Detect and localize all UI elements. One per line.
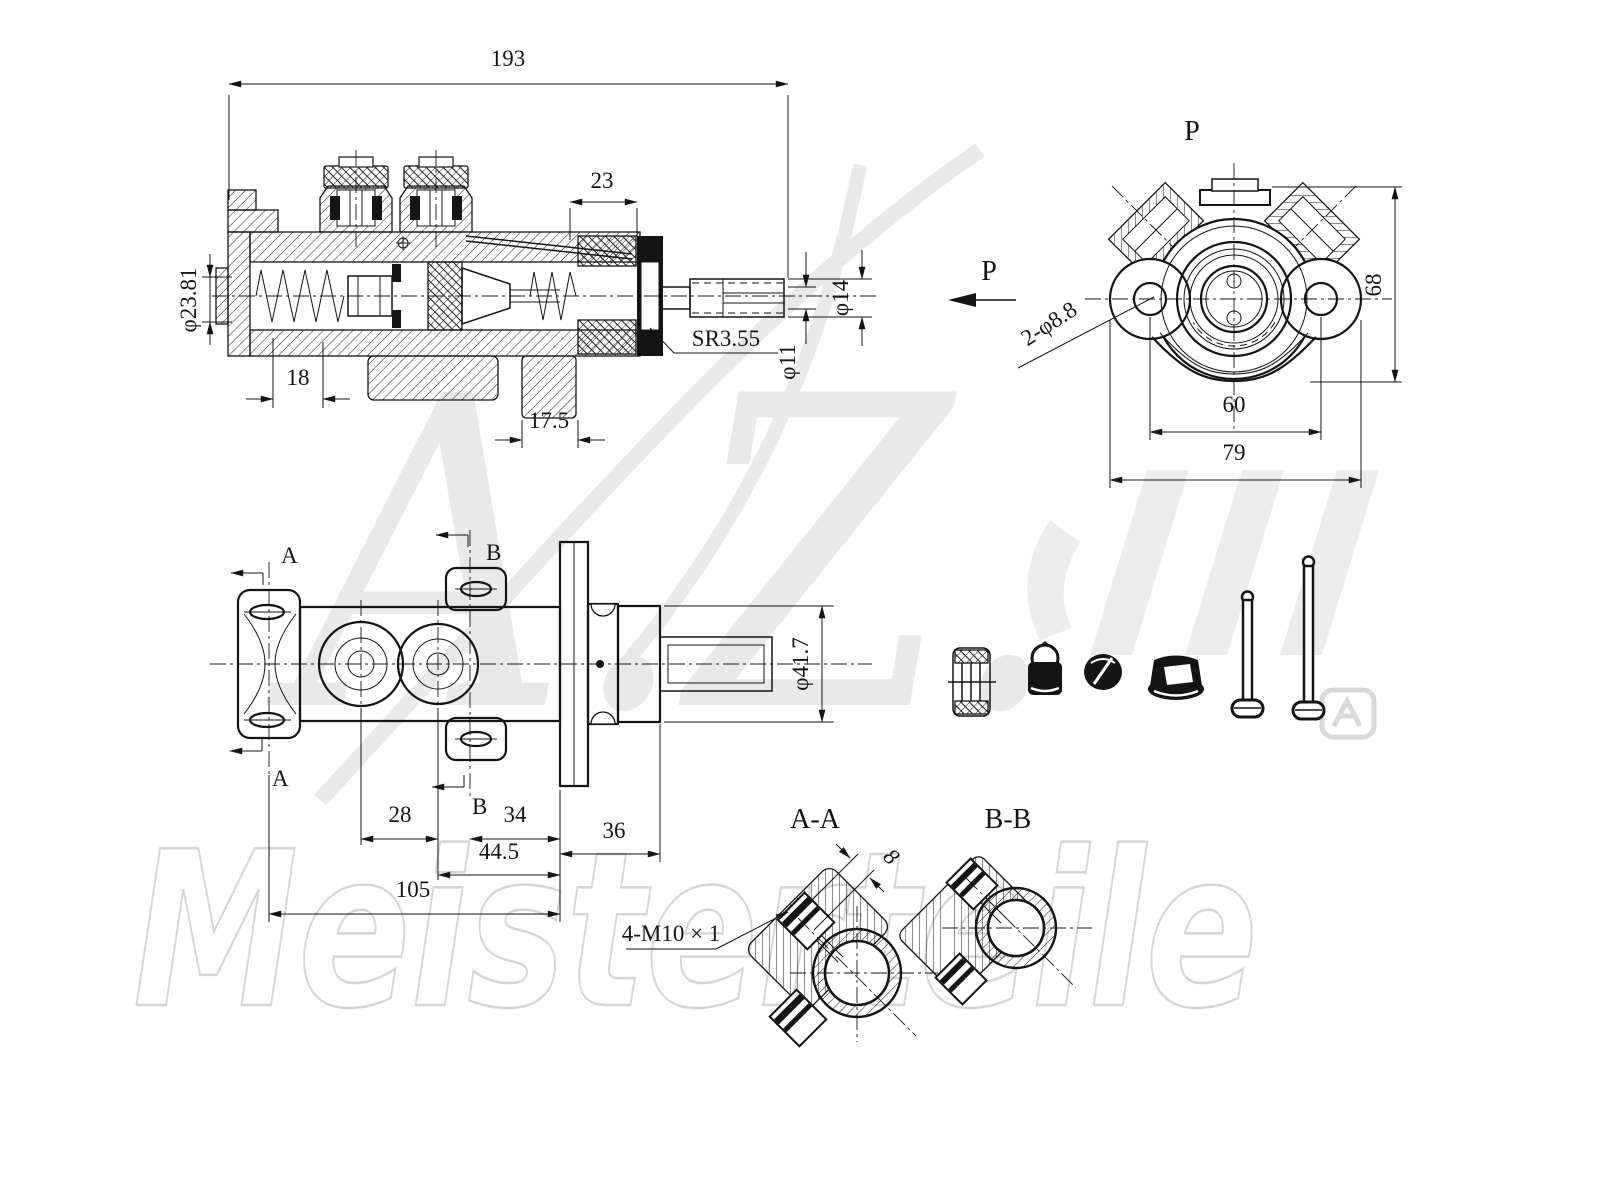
dim-label-68: 68	[1361, 274, 1386, 297]
dim-label-36: 36	[603, 818, 626, 843]
hardware-parts	[948, 555, 1326, 721]
watermark-logo-bars	[1027, 470, 1379, 655]
aa-channel	[821, 935, 844, 958]
direction-arrow-p: P	[948, 256, 1016, 307]
section-bb-title: B-B	[985, 804, 1032, 835]
thread-callout-label: 4-M10 × 1	[622, 921, 721, 946]
callout-thread: 4-M10 × 1	[622, 911, 789, 950]
top-view: A A B B 28 34 36 44.5 105	[210, 530, 872, 922]
reservoir-port-1	[319, 150, 393, 250]
bb-channel2	[980, 902, 1002, 924]
dim-label-sr: SR3.55	[692, 326, 760, 351]
dimension-28: 28	[360, 708, 439, 880]
dimension-17-5: 17.5	[495, 408, 605, 448]
watermark-swash	[314, 143, 985, 806]
aa-channel2	[816, 940, 839, 963]
dim-label-28: 28	[389, 802, 412, 827]
dim-label-60: 60	[1223, 392, 1246, 417]
tilted-rod	[396, 235, 633, 260]
flange-nut	[1148, 655, 1204, 700]
dim-label-193: 193	[491, 46, 526, 71]
dimension-18: 18	[246, 338, 350, 408]
reservoir-port-2	[399, 150, 473, 250]
dimension-79: 79	[1109, 320, 1362, 488]
dim-label-23: 23	[591, 168, 614, 193]
dim-label-79: 79	[1223, 440, 1246, 465]
dim-label-105: 105	[396, 877, 431, 902]
dimension-36: 36	[559, 724, 661, 862]
dimension-rod-neck: φ11	[775, 252, 816, 380]
dim-label-snout-dia: φ41.7	[788, 637, 813, 691]
dome-plug	[1028, 640, 1062, 695]
end-view-title: P	[1184, 116, 1200, 147]
dimension-23: 23	[569, 168, 638, 240]
section-a-bottom-label: A	[272, 766, 289, 791]
knurled-bushing	[948, 647, 996, 717]
dimension-bore-dia: φ23.81	[176, 254, 232, 345]
long-pin	[1291, 555, 1326, 721]
dimension-60: 60	[1149, 317, 1322, 440]
dim-label-rod-dia: φ14	[828, 279, 853, 316]
section-b-bottom-label: B	[472, 794, 487, 819]
section-view-bb: B-B	[899, 804, 1092, 1006]
small-plug	[1084, 654, 1122, 690]
section-line-b: B B	[431, 530, 501, 819]
end-view-p: P 68	[1016, 116, 1402, 488]
dimension-44-5: 44.5	[437, 839, 561, 879]
registered-logo-icon	[1319, 687, 1377, 740]
section-a-top-label: A	[281, 543, 298, 568]
watermark-wordmark: Meisterteile	[133, 805, 1258, 1056]
section-aa-title: A-A	[790, 804, 841, 835]
section-line-a: A A	[229, 543, 298, 791]
aa-diag-centerline	[797, 917, 917, 1037]
callout-sr3-55: SR3.55	[649, 326, 778, 354]
dimension-rod-dia: φ14	[788, 250, 872, 346]
boot-seal-area	[577, 235, 637, 355]
dimension-105: 105	[268, 775, 561, 922]
aa-port-bottom	[768, 988, 828, 1048]
dim-label-rod-neck: φ11	[775, 344, 800, 379]
bb-port-bottom	[934, 952, 988, 1006]
section-view-aa: A-A 8 4-M10 × 1	[622, 804, 938, 1048]
dimension-snout-dia: φ41.7	[664, 605, 834, 723]
cylinder-body-hatched	[215, 189, 641, 419]
dim-label-bore: φ23.81	[176, 267, 201, 332]
dimension-68: 68	[1272, 186, 1402, 383]
dim-label-18: 18	[287, 365, 310, 390]
aa-port-top	[776, 891, 836, 951]
dim-label-34: 34	[504, 802, 528, 827]
bb-diag-centerline	[965, 877, 1077, 989]
dim-label-17-5: 17.5	[529, 408, 569, 433]
section-b-top-label: B	[486, 540, 501, 565]
main-section-view: 193 23 φ23.81 18 17.5 SR3.55	[176, 46, 878, 448]
short-pin	[1230, 590, 1265, 719]
top-view-ears	[444, 566, 508, 762]
watermark-swash2	[614, 163, 867, 675]
direction-label: P	[981, 256, 997, 287]
dimension-193: 193	[228, 46, 789, 278]
dim-label-44-5: 44.5	[479, 839, 519, 864]
